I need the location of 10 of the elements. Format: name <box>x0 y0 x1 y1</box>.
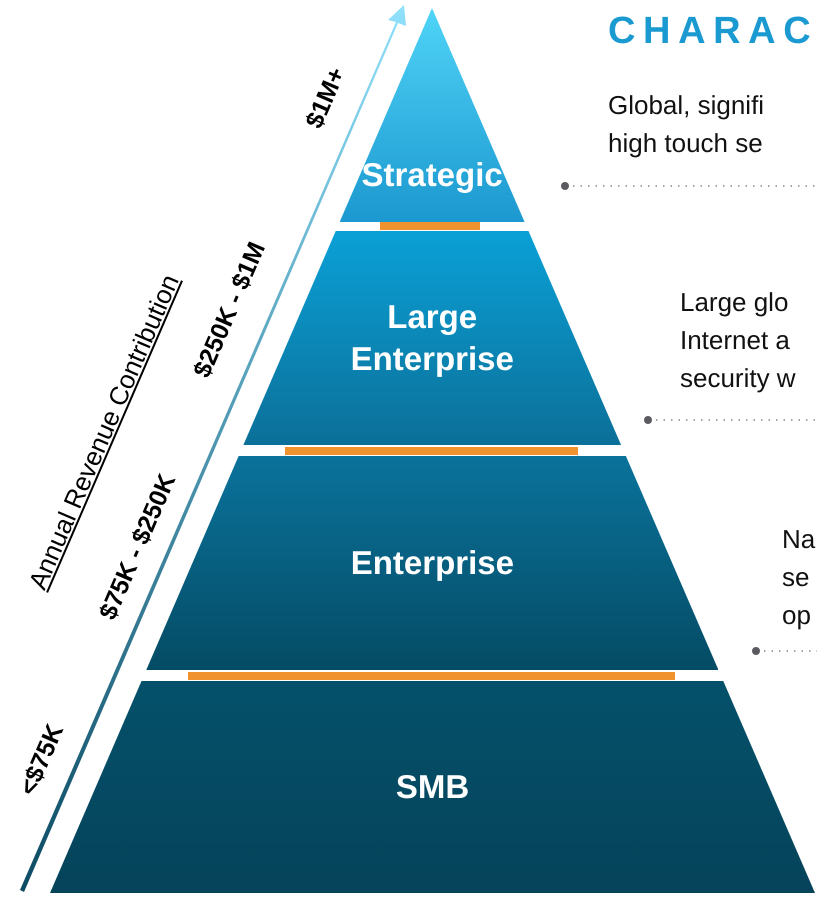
range-label: <$75K <box>14 720 70 800</box>
description-text: Global, signifi high touch se <box>608 89 766 160</box>
tier-label: Enterprise <box>350 543 514 583</box>
range-label: $1M+ <box>300 63 352 133</box>
heading: CHARAC <box>608 12 818 50</box>
description-text: Large glo Internet a security w <box>680 286 797 395</box>
tier-label: Large Enterprise <box>350 297 515 379</box>
tier-label: SMB <box>396 767 470 807</box>
description-text: Na se op <box>782 523 816 632</box>
tier-label: Strategic <box>362 154 503 195</box>
